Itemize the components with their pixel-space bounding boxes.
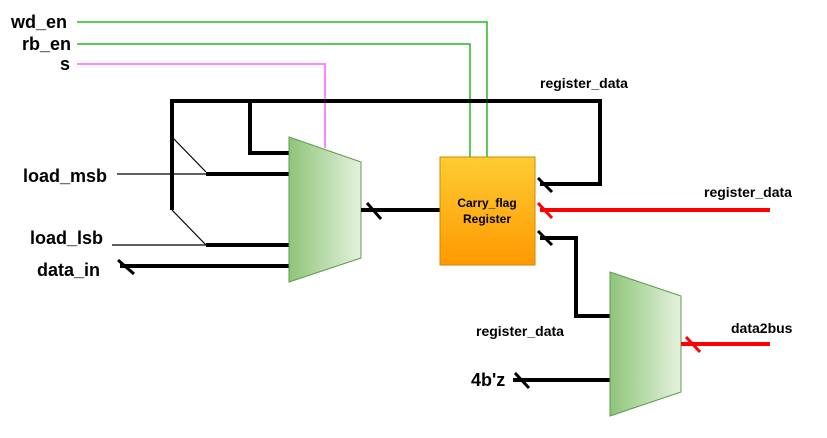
register-to-mux2-bus bbox=[540, 236, 610, 318]
wd-en-label: wd_en bbox=[10, 12, 67, 32]
register-data-feedback-label: register_data bbox=[540, 75, 628, 91]
s-line bbox=[77, 63, 326, 148]
register-data-mux2-label: register_data bbox=[476, 323, 564, 339]
data2bus-label: data2bus bbox=[731, 320, 793, 336]
load-lsb-label: load_lsb bbox=[30, 228, 103, 248]
load-msb-label: load_msb bbox=[23, 166, 107, 186]
register-data-red-slash bbox=[536, 201, 554, 220]
output-mux bbox=[609, 271, 682, 417]
four-bz-slash bbox=[513, 371, 531, 390]
register-label-line2: Register bbox=[463, 212, 511, 226]
feedback-tap-load-msb bbox=[171, 136, 207, 173]
s-label: s bbox=[60, 54, 70, 74]
four-bz-label: 4b'z bbox=[471, 370, 505, 390]
input-mux bbox=[288, 136, 362, 283]
feedback-branch-msb bbox=[248, 101, 289, 155]
data-in-slash bbox=[117, 258, 135, 276]
feedback-bus bbox=[170, 99, 602, 210]
rb-en-line bbox=[77, 43, 471, 157]
mux-out-slash bbox=[365, 202, 383, 220]
data2bus-red-slash bbox=[684, 335, 702, 354]
feedback-slash bbox=[536, 176, 554, 194]
carry-flag-register bbox=[439, 156, 536, 266]
feedback-tap-load-lsb bbox=[171, 209, 207, 246]
register-out-slash bbox=[536, 229, 554, 247]
data-in-label: data_in bbox=[37, 260, 100, 280]
rb-en-label: rb_en bbox=[22, 34, 71, 54]
register-label-line1: Carry_flag bbox=[457, 196, 516, 210]
wd-en-line bbox=[77, 21, 488, 157]
register-data-input-label: register_data bbox=[704, 184, 792, 200]
